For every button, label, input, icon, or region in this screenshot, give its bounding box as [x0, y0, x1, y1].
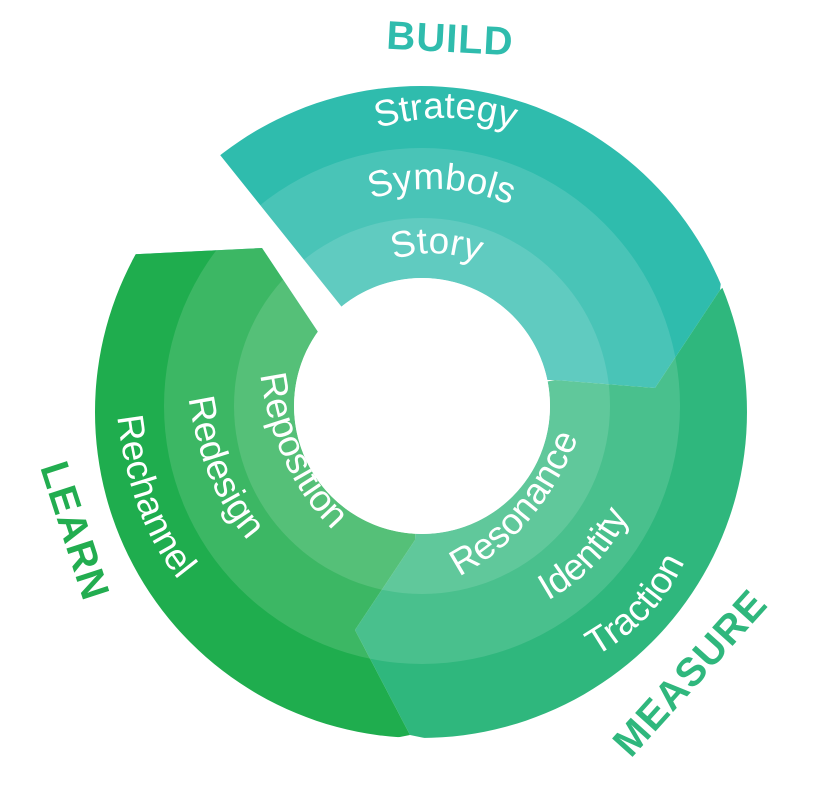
- phase-title-build: BUILD: [385, 14, 514, 65]
- center-hole: [294, 278, 550, 534]
- ring-label-story: Story: [386, 220, 488, 270]
- svg-text:Story: Story: [386, 220, 488, 270]
